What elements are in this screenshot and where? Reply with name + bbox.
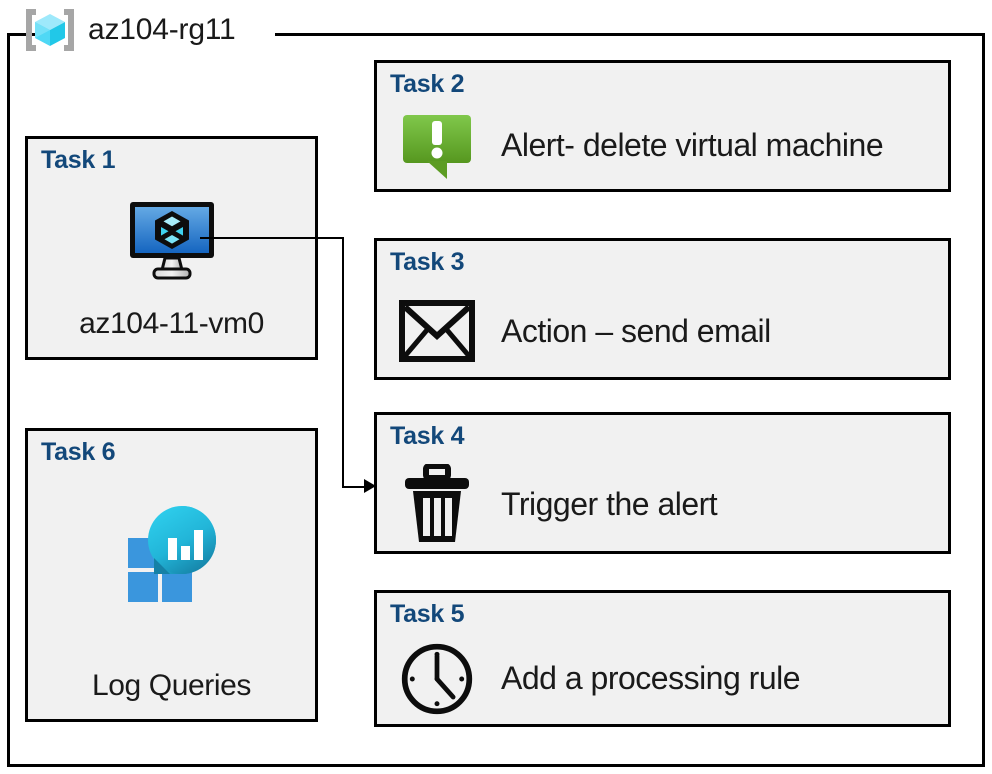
task-card-label: Task 3	[390, 248, 465, 276]
resource-group-header: az104-rg11	[22, 2, 236, 58]
task-card-caption: az104-11-vm0	[79, 307, 264, 340]
resource-group-boundary-top-left	[7, 33, 40, 36]
task-card-task-5[interactable]: Task 5 Add a processing rule	[374, 590, 951, 727]
connector-segment-horizontal-to-task4	[342, 486, 366, 488]
task-card-caption: Alert- delete virtual machine	[501, 126, 884, 163]
task-card-label: Task 1	[41, 146, 116, 174]
task-card-task-4[interactable]: Task 4 Trigger the alert	[374, 412, 951, 554]
task-card-task-2[interactable]: Task 2 Alert- delete virtual machin	[374, 60, 951, 192]
task-card-label: Task 2	[390, 70, 465, 98]
task-card-label: Task 5	[390, 600, 465, 628]
task-card-task-3[interactable]: Task 3 Action – send email	[374, 238, 951, 380]
alert-exclamation-bubble-icon	[399, 107, 475, 183]
task-card-task-6[interactable]: Task 6	[25, 428, 318, 722]
resource-group-name: az104-rg11	[88, 13, 236, 46]
task-card-task-1[interactable]: Task 1	[25, 136, 318, 360]
connector-arrowhead-icon	[364, 479, 376, 493]
envelope-icon	[399, 293, 475, 369]
resource-group-boundary	[7, 33, 985, 767]
connector-segment-horizontal-from-vm	[200, 237, 344, 239]
task-card-caption: Trigger the alert	[501, 485, 718, 522]
trash-can-icon	[399, 464, 475, 542]
resource-group-boundary-top-right	[275, 33, 985, 36]
task-card-caption: Add a processing rule	[501, 660, 801, 696]
connector-segment-vertical	[342, 237, 344, 487]
virtual-machine-icon	[28, 195, 315, 285]
task-card-caption: Action – send email	[501, 312, 771, 349]
resource-group-cube-icon	[22, 5, 78, 55]
task-card-label: Task 4	[390, 422, 465, 450]
log-analytics-icon	[28, 493, 315, 613]
clock-icon	[399, 641, 475, 717]
task-card-caption: Log Queries	[91, 669, 252, 702]
task-card-label: Task 6	[41, 438, 116, 466]
